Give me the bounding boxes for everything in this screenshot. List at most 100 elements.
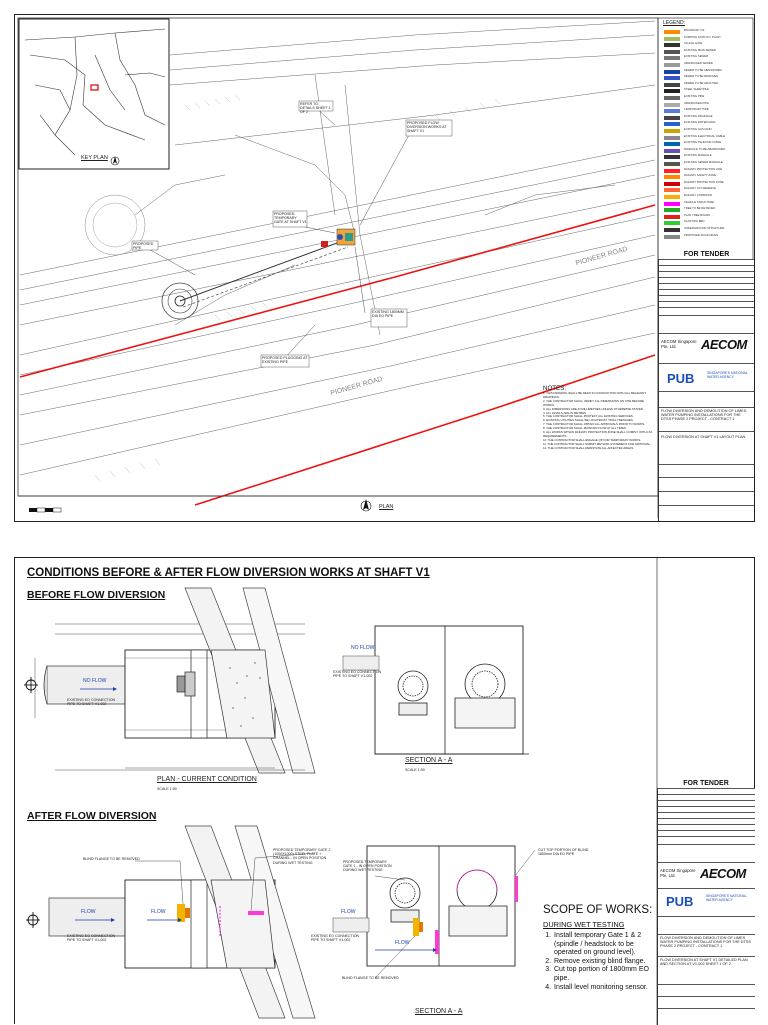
legend-text: RAILWAY SAFETY ZONE [684, 174, 717, 178]
project-title-2: FLOW DIVERSION AND DEMOLITION OF LIMES W… [660, 936, 751, 949]
legend-text: TREE TO BE RETAINED [684, 207, 716, 211]
legend-symbol [664, 36, 680, 41]
legend-symbol [664, 162, 680, 166]
legend-item: ABANDONED PIPE [662, 102, 754, 108]
legend-item: RAILWAY PROTECTION LINE [662, 168, 754, 174]
legend-text: EXISTING TELECOM CABLE [684, 141, 722, 145]
legend-title: LEGEND: [663, 20, 685, 26]
key-plan-frame [18, 18, 170, 170]
flow-label-4: FLOW [341, 909, 356, 915]
notes-list: 1. THIS DRAWING SHALL BE READ IN CONJUNC… [543, 391, 655, 451]
scope-item-1: Install temporary Gate 1 & 2 (spindle / … [553, 932, 663, 958]
legend-text: BOUNDARY OF [684, 29, 705, 32]
flow-label-2: FLOW [151, 909, 166, 915]
legend-symbol [664, 195, 680, 199]
exist-eo-label-1: EXISTING EO CONNECTION PIPE TO SHAFT V1-… [67, 698, 116, 707]
legend-symbol [664, 142, 680, 147]
legend-text: EXISTING PIPE [684, 95, 705, 98]
scope-item-2: Remove existing blind flange. [553, 958, 663, 967]
legend-symbol [664, 63, 680, 67]
callout-4: PROPOSED PIPE [133, 242, 154, 251]
legend-text: SLUICE GATE [684, 42, 703, 46]
pub-tagline-2: SINGAPORE'S NATIONAL WATER AGENCY [706, 894, 747, 902]
legend-text: MANHOLE TO BE ABANDONED [684, 147, 726, 151]
legend-text: RAILWAY CORRIDOR [684, 194, 713, 197]
legend-item: RAILWAY SAFETY ZONE [662, 174, 754, 180]
scope-subtitle: DURING WET TESTING [543, 920, 625, 929]
legend-symbol [664, 49, 680, 54]
legend-item: EXISTING PIPE [662, 95, 754, 101]
legend-item: STEEL SHEETPILE [662, 88, 754, 94]
legend-item: EXISTING SEWER [662, 55, 754, 61]
legend-text: SEWER TO BE REMOVED [684, 75, 719, 79]
legend-symbol [664, 89, 680, 94]
legend-item: SEWER TO BE REMOVED [662, 75, 754, 81]
legend-symbol [664, 221, 680, 226]
legend-item: EXISTING SEWER MANHOLE [662, 161, 754, 167]
aecom-logo-2: AECOM [700, 866, 746, 881]
plan-current-scale: SCALE 1:50 [157, 787, 177, 791]
legend-item: BOUNDARY OF [662, 29, 754, 35]
key-plan-label: KEY PLAN [81, 155, 108, 161]
legend-symbol [664, 188, 680, 193]
for-tender-stamp-2: FOR TENDER [683, 780, 729, 787]
legend-text: EXISTING SEWER MANHOLE [684, 161, 723, 164]
callout-3: PROPOSED TEMPORARY GATE AT SHAFT V1 [274, 212, 307, 225]
legend-symbol [664, 69, 680, 74]
legend-item: PLANTING BED [662, 220, 754, 226]
note-line: 12. THE CONTRACTOR SHALL REINSTATE ALL A… [543, 445, 634, 450]
legend-symbol [664, 208, 680, 213]
legend-symbol [664, 43, 680, 48]
legend-symbol [664, 175, 680, 180]
legend-symbol [664, 96, 680, 100]
aecom-logo-1: AECOM [701, 337, 747, 352]
legend-text: PLANTING BED [684, 220, 705, 224]
legend-item: ABANDONED SEWER [662, 62, 754, 68]
legend-text: EXISTING ELECTRICAL CABLE [684, 134, 725, 138]
flow-label-1: FLOW [81, 909, 96, 915]
scope-item-3: Cut top portion of 1800mm EO pipe. [553, 966, 663, 983]
legend-text: PUMPING STATION / PLANT [684, 35, 721, 39]
sheet2-main-title: CONDITIONS BEFORE & AFTER FLOW DIVERSION… [27, 567, 430, 579]
exist-eo-label-2: EXISTING EO CONNECTION PIPE TO SHAFT V1-… [333, 670, 382, 679]
after-flow-diversion-title: AFTER FLOW DIVERSION [27, 810, 157, 822]
legend-symbol [664, 76, 680, 81]
legend-item: EXISTING MAIN SEWER [662, 49, 754, 55]
flow-label-3: FLOW [395, 940, 410, 946]
legend-item: EXISTING WATER MAIN [662, 121, 754, 127]
scope-item-4: Install level monitoring sensor. [553, 984, 663, 993]
legend-item: RAILWAY 1ST RESERVE [662, 187, 754, 193]
legend-item: RAILWAY CORRIDOR [662, 194, 754, 200]
legend-text: EXISTING DRAINAGE [684, 114, 713, 118]
drawing-title-2: FLOW DIVERSION AT SHAFT V1 DETAILED PLAN… [660, 958, 748, 967]
legend-text: ABANDONED PIPE [684, 101, 709, 105]
legend-symbol [664, 148, 680, 153]
legend-text: ABANDONED SEWER [684, 62, 713, 65]
legend-item: TREE TO BE RETAINED [662, 207, 754, 213]
railway-protection-line-1 [19, 204, 656, 378]
legend-item: EXISTING TELECOM CABLE [662, 141, 754, 147]
legend-item: UNDERGROUND STRUCTURE [662, 227, 754, 233]
legend-item: PLAN TREE BOARD [662, 214, 754, 220]
notes-block: NOTES: 1. THIS DRAWING SHALL BE READ IN … [543, 385, 655, 451]
legend-symbol [664, 122, 680, 127]
legend-text: VEHICLE STRUCTURE [684, 200, 714, 204]
no-flow-label-1: NO FLOW [83, 678, 107, 684]
scope-of-works: SCOPE OF WORKS: DURING WET TESTING Insta… [543, 904, 663, 992]
title-block-2: AECOM AECOM Singapore Pte. Ltd. PUB SING… [657, 788, 755, 1025]
exist-eo-label-4: EXISTING EO CONNECTION PIPE TO SHAFT V1-… [311, 934, 360, 943]
legend-item: SEWER TO BE GROUTED [662, 82, 754, 88]
legend-symbol [664, 109, 680, 114]
legend-text: SEWER TO BE ABANDONED [684, 68, 722, 72]
note-line: 1. THIS DRAWING SHALL BE READ IN CONJUNC… [543, 391, 646, 399]
blind-flange-label-1: BLIND FLANGE TO BE REMOVED [83, 857, 140, 861]
legend-text: EXISTING MAIN SEWER [684, 48, 716, 52]
legend-text: EXISTING MANHOLE [684, 154, 712, 158]
legend-item: RAILWAY PROTECTION ZONE [662, 181, 754, 187]
legend-symbol [664, 102, 680, 107]
drawing-title-1: FLOW DIVERSION AT SHAFT V1 LAYOUT PLAN [661, 435, 746, 439]
note-line: 8. THE CONTRACTOR SHALL MAINTAIN FLOW AT… [543, 426, 627, 431]
note-line: 6. EXISTING UTILITIES SHALL BE LOCATED B… [543, 418, 634, 423]
callout-2: PROPOSED FLOW DIVERSION WORKS AT SHAFT V… [407, 121, 447, 134]
callout-5: EXISTING 1800MM DIA EO PIPE [372, 310, 404, 319]
